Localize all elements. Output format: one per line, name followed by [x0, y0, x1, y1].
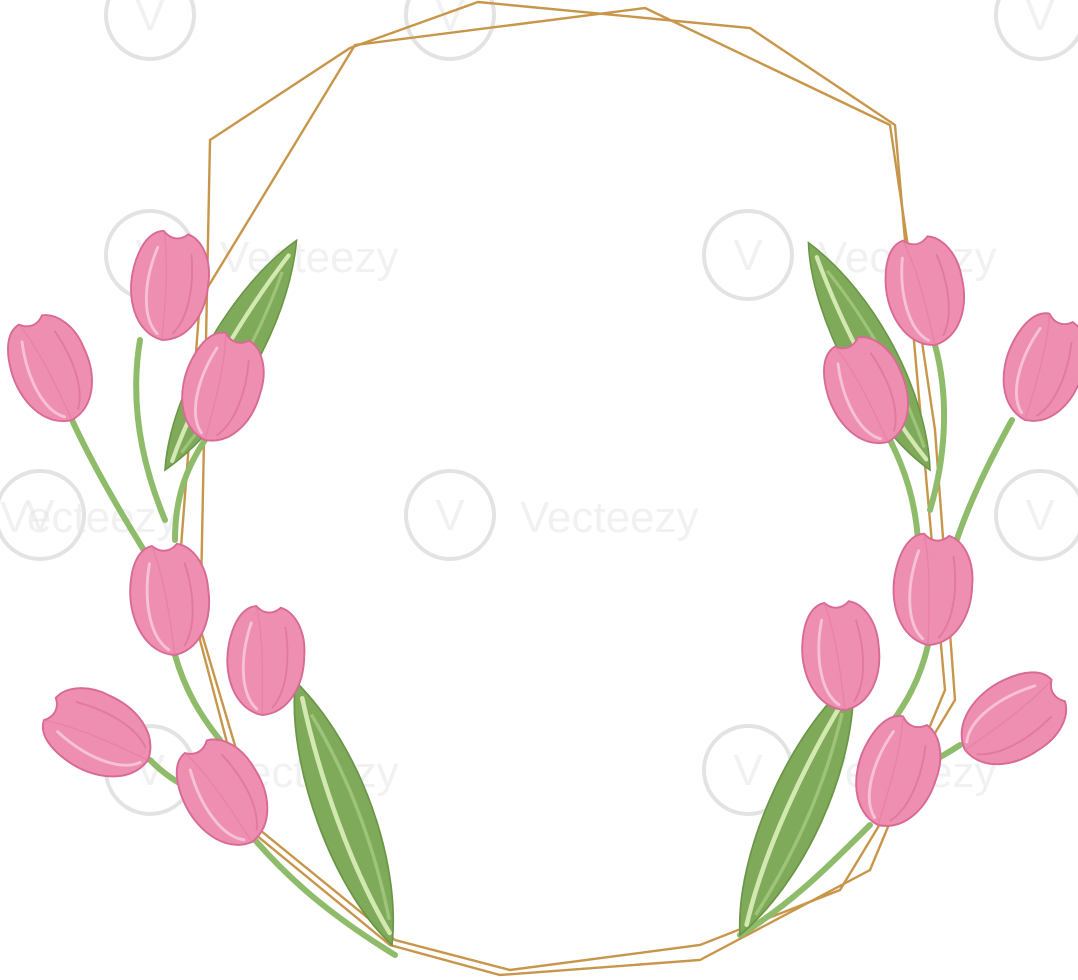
left-tulip-spray	[0, 226, 423, 958]
frame-polygon-outer	[198, 0, 947, 977]
watermark-text: Vecteezy	[520, 493, 699, 542]
frame-polygon-inner	[178, 6, 957, 972]
tulip-bud	[0, 303, 109, 436]
right-tulip-spray	[718, 232, 1078, 948]
gold-geometric-frame	[178, 0, 957, 977]
tulip-bud	[797, 597, 885, 715]
leaf	[265, 672, 423, 953]
watermark-text: Vecteezy	[0, 493, 179, 542]
watermark-text: Vecteezy	[220, 233, 399, 282]
tulip-bud	[987, 303, 1078, 435]
tulip-bud	[887, 529, 978, 650]
tulip-bud	[839, 706, 954, 840]
